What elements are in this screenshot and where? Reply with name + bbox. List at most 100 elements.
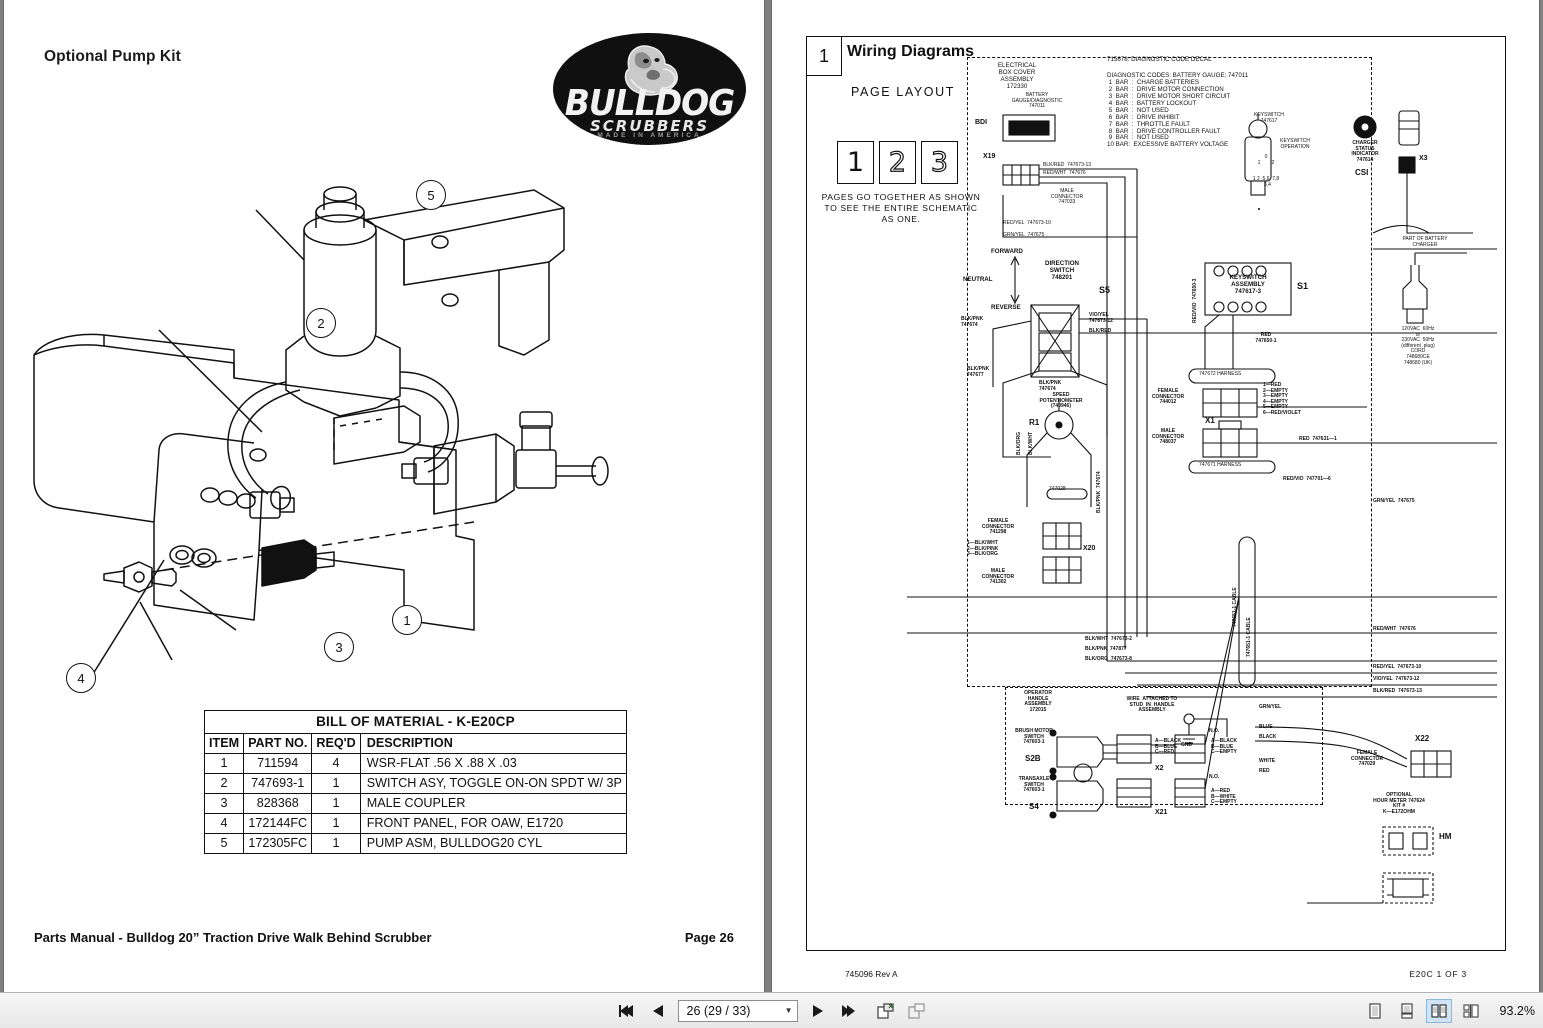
previous-page-button[interactable] — [647, 999, 669, 1023]
last-page-button[interactable] — [838, 999, 860, 1023]
callout-1: 1 — [392, 605, 422, 635]
table-row: 4 172144FC 1 FRONT PANEL, FOR OAW, E1720 — [203, 813, 627, 834]
bom-cell-req: 1 — [311, 773, 361, 794]
electrical-box-dashed-region — [967, 57, 1372, 687]
page-layout-box-1: 1 — [837, 141, 874, 184]
label-x21-legend: A—RED B—WHITE C—EMPTY — [1211, 788, 1237, 806]
label-x1: X1 — [1205, 416, 1215, 425]
zoom-level-value[interactable]: 93.2% — [1499, 1003, 1535, 1018]
label-electrical-box: ELECTRICAL BOX COVER ASSEMBLY 172330 — [997, 62, 1037, 90]
view-single-page-button[interactable] — [1362, 999, 1388, 1023]
view-facing-pages-button[interactable] — [1425, 998, 1452, 1023]
view-book-button[interactable] — [1458, 999, 1484, 1023]
label-keyswitch-terminals: 1 2 5,6 7,8 3,4 — [1252, 176, 1280, 188]
label-x2-legend: A—BLACK B—BLUE C—RED — [1155, 738, 1182, 756]
view-mode-group: 93.2% — [1362, 998, 1535, 1023]
label-bdi: BDI — [975, 119, 988, 126]
label-red-wht-747676: RED/WHT 747676 — [1373, 626, 1416, 632]
label-blk-org-8: BLK/ORG 747673-8 — [1085, 656, 1132, 662]
bom-cell-desc: FRONT PANEL, FOR OAW, E1720 — [359, 813, 627, 834]
bom-cell-part: 172144FC — [243, 813, 313, 834]
bom-body: 1 711594 4 WSR-FLAT .56 X .88 X .03 2 74… — [203, 753, 627, 854]
label-x20: X20 — [1083, 545, 1096, 552]
bom-cell-req: 4 — [311, 753, 361, 774]
bom-caption: BILL OF MATERIAL - K-E20CP — [204, 710, 627, 733]
label-red-vio-747701-6: RED/VIO 747701—6 — [1283, 476, 1331, 482]
fit-page-button[interactable] — [875, 999, 897, 1023]
label-red: RED — [1259, 768, 1270, 774]
page-layout-boxes: 1 2 3 — [837, 141, 958, 184]
label-vio-yel-12-b: VIO/YEL 747673-12 — [1373, 676, 1420, 682]
fit-page-icon — [876, 1002, 894, 1019]
page-layout-box-2: 2 — [879, 141, 916, 184]
table-row: 1 711594 4 WSR-FLAT .56 X .88 X .03 — [203, 753, 627, 774]
page-title: Optional Pump Kit — [44, 48, 181, 65]
table-row: 3 828368 1 MALE COUPLER — [203, 793, 627, 814]
label-x22: X22 — [1415, 734, 1430, 743]
next-page-button[interactable] — [807, 999, 829, 1023]
document-viewport[interactable]: Optional Pump Kit BULLDOG SCRUBBERS MADE… — [0, 0, 1543, 992]
left-page-number: Page 26 — [684, 930, 734, 945]
callout-5: 5 — [416, 180, 446, 210]
label-red-yel-10: RED/YEL 747673-10 — [1003, 220, 1051, 226]
first-page-button[interactable] — [616, 999, 638, 1023]
bom-col-item: ITEM — [203, 733, 245, 754]
page-navigation-group: 26 (29 / 33) ▼ — [616, 999, 928, 1023]
bom-col-desc: DESCRIPTION — [359, 733, 627, 754]
bom-cell-part: 711594 — [243, 753, 313, 774]
label-grn-yel-747675: GRN/YEL 747675 — [1373, 498, 1415, 504]
label-blk-pnk-747677: BLK/PNK 747677 — [967, 366, 990, 378]
prev-page-icon — [652, 1004, 663, 1017]
label-blk-red-13: BLK/RED 747673-13 — [1043, 162, 1092, 168]
book-view-icon — [1462, 1003, 1479, 1018]
chevron-down-icon[interactable]: ▼ — [784, 1006, 793, 1015]
bom-header: ITEM PART NO. REQ'D DESCRIPTION — [203, 733, 627, 754]
bom-cell-desc: WSR-FLAT .56 X .88 X .03 — [359, 753, 627, 774]
label-blk-red-13-b: BLK/RED 747673-13 — [1373, 688, 1422, 694]
label-female-connector-747029: FEMALE CONNECTOR 747029 — [1350, 750, 1384, 768]
schematic-linework — [907, 110, 1497, 904]
callout-4: 4 — [66, 663, 96, 693]
label-x2: X2 — [1155, 765, 1164, 772]
label-red-wht-76: RED/WHT 747676 — [1043, 170, 1086, 176]
label-blk-org: BLK/ORG — [1016, 431, 1022, 455]
label-cable-747651-1: 747651-1 CABLE — [1246, 617, 1252, 657]
label-s4: S4 — [1029, 802, 1039, 811]
bom-header-row: ITEM PART NO. REQ'D DESCRIPTION — [203, 733, 627, 754]
label-female-connector-744012: FEMALE CONNECTOR 744012 — [1151, 388, 1185, 406]
continuous-page-icon — [1400, 1002, 1413, 1019]
label-csi: CSI — [1355, 168, 1369, 177]
sheet-number-box: 1 — [806, 36, 842, 76]
view-continuous-button[interactable] — [1394, 999, 1420, 1023]
bom-cell-desc: PUMP ASM, BULLDOG20 CYL — [359, 833, 627, 854]
page-layout-box-3: 3 — [921, 141, 958, 184]
page-number-input[interactable]: 26 (29 / 33) ▼ — [677, 999, 798, 1022]
label-transaxle-switch: TRANSAXLE SWITCH 747603-1 — [1018, 776, 1050, 794]
bom-cell-req: 1 — [311, 813, 361, 834]
viewer-toolbar: 26 (29 / 33) ▼ — [0, 992, 1543, 1028]
fit-width-button[interactable] — [906, 999, 928, 1023]
page-left[interactable]: Optional Pump Kit BULLDOG SCRUBBERS MADE… — [4, 0, 764, 992]
page-right[interactable]: 1 Wiring Diagrams PAGE LAYOUT 1 2 3 PAGE… — [772, 0, 1539, 992]
bom-col-req: REQ'D — [311, 733, 361, 754]
operator-handle-dashed-region — [1005, 687, 1323, 805]
bom-cell-item: 3 — [203, 793, 245, 814]
page-number-value: 26 (29 / 33) — [686, 1003, 751, 1018]
label-red-747650-1: RED 747650-1 — [1255, 332, 1277, 344]
page-layout-title: PAGE LAYOUT — [851, 85, 955, 99]
label-x21: X21 — [1155, 809, 1168, 816]
label-s1: S1 — [1297, 281, 1309, 291]
label-neutral: NEUTRAL — [963, 276, 993, 283]
label-x1-legend: 1—RED 2—EMPTY 3—EMPTY 4—EMPTY 5—EMPTY 6—… — [1263, 382, 1301, 416]
bom-cell-desc: MALE COUPLER — [359, 793, 627, 814]
label-optional-hour-meter: OPTIONAL HOUR METER 747624 KIT # K—E172O… — [1373, 792, 1425, 815]
label-blk-pnk-747877: BLK/PNK 747877 — [1085, 646, 1127, 652]
label-r1: R1 — [1029, 418, 1040, 427]
bom-cell-req: 1 — [311, 793, 361, 814]
label-blk-pnk-747674: BLK/PNK 747674 — [961, 316, 984, 328]
label-blk-pnk-747674-b: BLK/PNK 747674 — [1039, 380, 1062, 392]
last-page-icon — [841, 1004, 855, 1017]
bom-col-part: PART NO. — [243, 733, 313, 754]
drawing-frame: 1 Wiring Diagrams PAGE LAYOUT 1 2 3 PAGE… — [806, 36, 1506, 979]
label-keyswitch-positions: 0 1 2 — [1257, 154, 1275, 166]
